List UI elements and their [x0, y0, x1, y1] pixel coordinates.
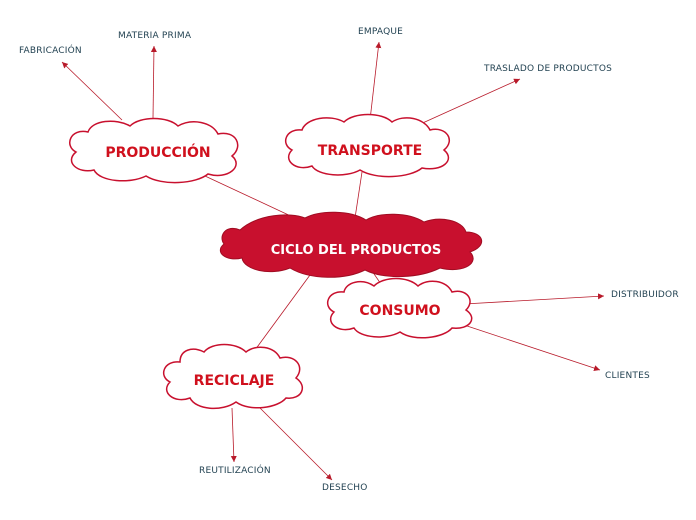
connector-reciclaje: [254, 274, 311, 351]
connector-transporte: [354, 171, 363, 219]
arrow-clientes: [457, 322, 601, 371]
arrow-materia-prima: [150, 45, 157, 119]
center-label: CICLO DEL PRODUCTOS: [270, 243, 442, 258]
arrow-traslado: [415, 78, 521, 127]
connector-produccion: [204, 175, 296, 219]
arrow-fabricacion: [61, 61, 123, 121]
transporte-cloud[interactable]: [284, 113, 450, 178]
leaf-empaque: EMPAQUE: [358, 27, 404, 37]
leaf-fabricacion: FABRICACIÓN: [19, 46, 82, 56]
consumo-cloud[interactable]: [326, 277, 473, 339]
leaf-reutilizacion: REUTILIZACIÓN: [199, 466, 271, 476]
reciclaje-label: RECICLAJE: [193, 373, 275, 389]
arrow-distribuidor: [463, 293, 605, 305]
arrow-desecho: [255, 403, 333, 481]
arrow-reutilizacion: [230, 407, 237, 463]
arrow-empaque: [369, 41, 382, 121]
leaf-materia-prima: MATERIA PRIMA: [118, 31, 192, 41]
transporte-label: TRANSPORTE: [317, 143, 423, 159]
leaf-distribuidor: DISTRIBUIDOR: [611, 290, 679, 300]
consumo-label: CONSUMO: [359, 303, 441, 319]
produccion-cloud[interactable]: [69, 117, 239, 184]
leaf-clientes: CLIENTES: [605, 371, 650, 381]
leaf-traslado: TRASLADO DE PRODUCTOS: [484, 64, 613, 74]
center-cloud[interactable]: [219, 211, 482, 278]
reciclaje-cloud[interactable]: [162, 343, 304, 410]
produccion-label: PRODUCCIÓN: [105, 145, 211, 161]
leaf-desecho: DESECHO: [322, 483, 368, 493]
